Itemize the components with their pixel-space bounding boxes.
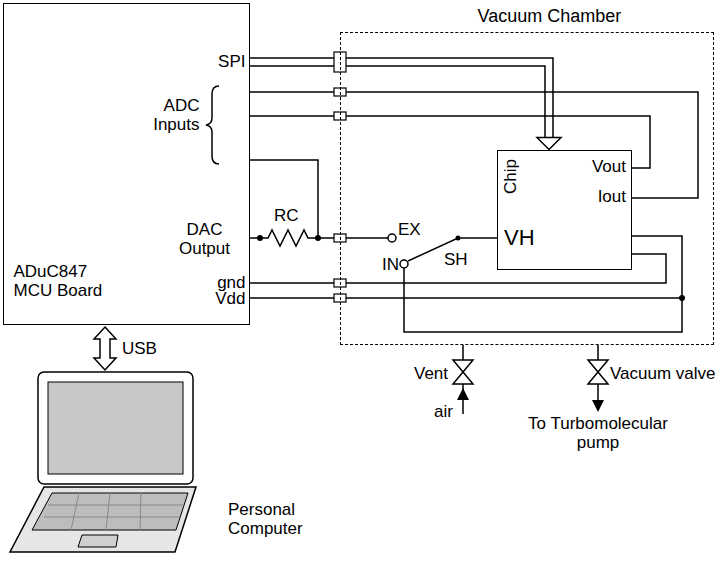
valve-symbol [588,360,608,384]
hollow-double-arrow [94,327,116,370]
wire [250,66,545,138]
region-title: Vacuum Chamber [478,6,622,27]
board-name: ADuC847 MCU Board [14,262,114,300]
wire [250,58,553,138]
internal-supply-wire [404,268,682,332]
supply-wire [250,236,682,298]
chip-name: Chip [501,159,520,194]
vacuum-chamber: Vacuum ChamberChipVoutIoutVH [340,32,714,345]
valve-label: Vacuum valve [610,364,716,383]
switch-terminal [400,260,408,268]
dac-wire [250,230,388,246]
valve-symbol [453,360,473,384]
terminal-label: IN [382,255,399,274]
chip: Chip VoutIoutVH [497,150,632,270]
pin-label: SPI [216,52,246,71]
valve-label: Vent [414,364,448,383]
computer-name: Personal Computer [228,500,320,538]
switch-terminal [388,234,396,242]
junction-dot [257,235,263,241]
pin-label: DAC Output [166,220,244,258]
pin-label: gnd [212,275,246,291]
adc-wire [250,160,318,238]
edge-label: USB [122,339,157,358]
component-label: RC [274,206,299,225]
terminal-label: EX [398,220,421,239]
signal-wire [250,116,650,168]
mcu-board: SPI ADC InputsDAC Output gnd ADuC847 MCU Bo… [3,3,250,325]
wire [250,116,650,168]
pump-arrowhead [592,400,604,412]
switch-pivot [456,236,461,241]
pin-label: VH [504,225,535,250]
pin-label: Vout [582,157,626,176]
pin-label: ADC Inputs [148,96,200,134]
laptop-illustration [10,372,196,552]
pin-label: Iout [582,187,626,206]
usb-link [94,327,116,370]
spi-bus [250,58,561,150]
flow-label: To Turbomolecular pump [512,414,684,452]
pin-label: Vdd [212,291,246,307]
hollow-arrowhead [537,138,561,150]
adc-bracket [206,86,219,164]
component-label: SH [444,250,468,269]
flow-label: air [434,402,453,421]
personal-computer: Personal Computer [8,372,213,557]
wire [250,236,682,298]
air-arrowhead [457,388,469,400]
junction-dot [315,235,321,241]
